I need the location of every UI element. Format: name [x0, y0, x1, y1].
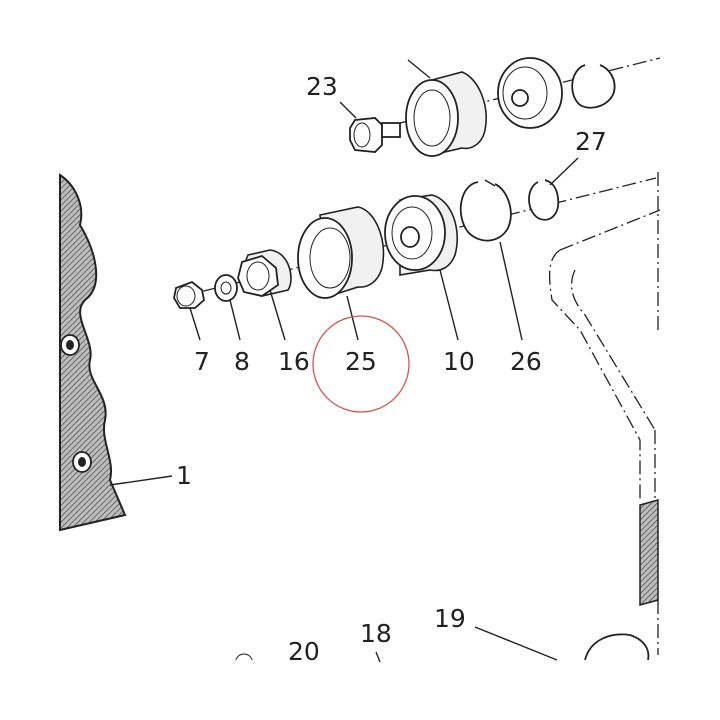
callout-20: 20: [288, 637, 320, 666]
washer-8: [214, 274, 238, 302]
snap-ring-26: [459, 181, 512, 242]
callout-8: 8: [234, 347, 250, 376]
highlight-ring: [312, 315, 410, 413]
upper-assembly: [349, 57, 661, 157]
upper-retaining-ring: [571, 64, 616, 109]
cup-25: [297, 206, 385, 299]
callout-10: 10: [443, 347, 475, 376]
upper-cup: [405, 71, 487, 157]
housing-part-1: [59, 173, 127, 532]
nut-7: [173, 280, 205, 309]
callout-18: 18: [360, 619, 392, 648]
cover-outline: [548, 172, 661, 661]
callout-19: 19: [434, 604, 466, 633]
callout-1: 1: [176, 461, 192, 490]
leaders: [189, 157, 579, 663]
leader-23: [339, 101, 357, 119]
bolt-23: [349, 117, 383, 153]
upper-bearing: [497, 57, 563, 129]
bushing-16: [237, 249, 292, 297]
circlip-27: [528, 179, 560, 221]
callout-25: 25: [345, 347, 377, 376]
bearing-10: [384, 194, 459, 276]
callout-7: 7: [194, 347, 210, 376]
callout-16: 16: [278, 347, 310, 376]
callout-26: 26: [510, 347, 542, 376]
leader-1: [109, 475, 173, 486]
callout-27: 27: [575, 127, 607, 156]
callout-23: 23: [306, 72, 338, 101]
